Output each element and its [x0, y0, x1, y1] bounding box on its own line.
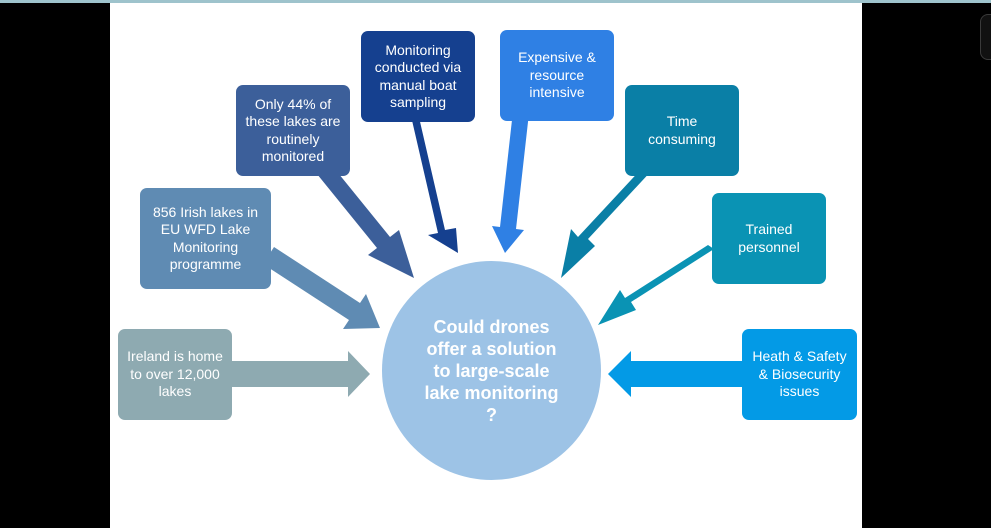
box-boat-sampling-label: Monitoring conducted via manual boat sam… [374, 41, 462, 111]
arrow-boat-sampling [411, 113, 458, 253]
box-expensive: Expensive & resource intensive [500, 30, 614, 121]
arrow-only-44 [317, 163, 414, 278]
box-only-44: Only 44% of these lakes are routinely mo… [236, 85, 350, 176]
arrow-ireland [232, 351, 370, 397]
box-personnel: Trained personnel [712, 193, 826, 284]
box-personnel-label: Trained personnel [738, 221, 800, 255]
box-time: Time consuming [625, 85, 739, 176]
box-ireland: Ireland is home to over 12,000 lakes [118, 329, 232, 420]
corner-panel-handle[interactable] [980, 14, 991, 60]
arrow-time [561, 166, 654, 278]
box-boat-sampling: Monitoring conducted via manual boat sam… [361, 31, 475, 122]
center-question: Could drones offer a solution to large-s… [424, 316, 559, 425]
box-safety-label: Heath & Safety & Biosecurity issues [752, 348, 847, 400]
arrows-layer [232, 111, 745, 397]
arrow-expensive [492, 111, 529, 253]
box-time-label: Time consuming [648, 113, 716, 147]
box-only-44-label: Only 44% of these lakes are routinely mo… [245, 95, 341, 165]
arrow-irish-lakes [263, 247, 380, 329]
center-circle: Could drones offer a solution to large-s… [382, 261, 601, 480]
window-top-strip [0, 0, 991, 3]
box-ireland-label: Ireland is home to over 12,000 lakes [127, 348, 223, 400]
box-expensive-label: Expensive & resource intensive [518, 49, 596, 101]
box-safety: Heath & Safety & Biosecurity issues [742, 329, 857, 420]
box-irish-lakes: 856 Irish lakes in EU WFD Lake Monitorin… [140, 188, 271, 289]
box-irish-lakes-label: 856 Irish lakes in EU WFD Lake Monitorin… [152, 203, 259, 273]
arrow-safety [608, 351, 745, 397]
slide: Ireland is home to over 12,000 lakes 856… [110, 3, 862, 528]
arrow-personnel [598, 245, 714, 325]
